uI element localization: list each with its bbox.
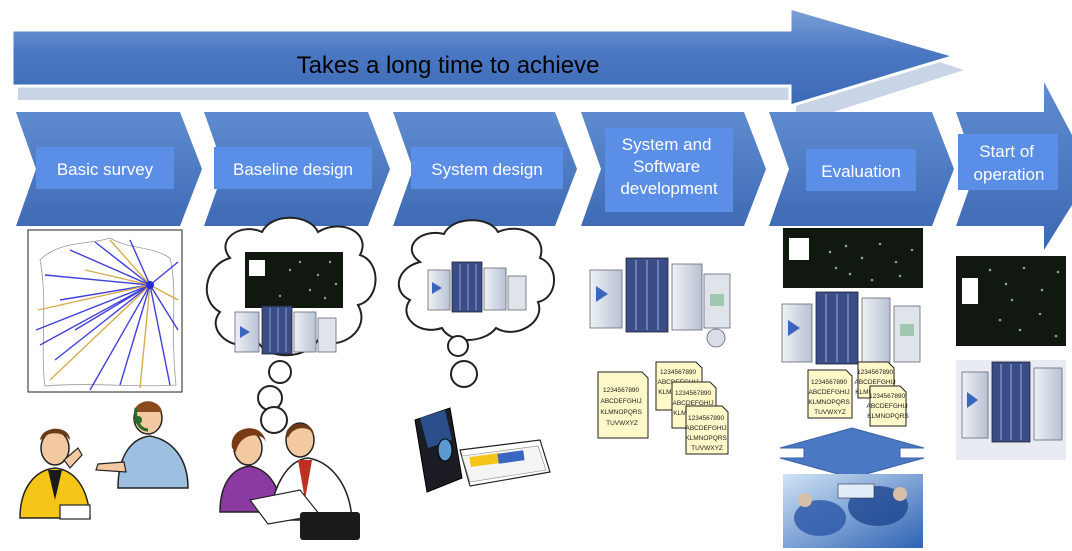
people-on-phone-icon bbox=[19, 401, 189, 520]
operation-servers-icon bbox=[956, 360, 1066, 460]
stage-baseline-design: Baseline design bbox=[204, 112, 390, 226]
code-documents-icon: 1234567890 ABCDEFGHIJ KLMNOPQRS TUVWXYZ … bbox=[597, 361, 729, 455]
binder-and-papers-icon bbox=[414, 407, 551, 493]
stage-label: System and Software development bbox=[620, 135, 718, 198]
operation-radar-display-icon bbox=[956, 256, 1066, 346]
svg-text:1234567890 ABCDEFGHIJ: 1234567890 ABCDEFGHIJ KLMNOPQRS TUVWXYZ bbox=[685, 415, 728, 452]
stage-label: Start of operation bbox=[974, 142, 1045, 184]
stage-label: Baseline design bbox=[233, 160, 353, 179]
server-cluster-icon bbox=[589, 257, 731, 348]
svg-text:1234567890 ABCDEFGHIJ: 1234567890 ABCDEFGHIJ KLMNOPQRS TUVWXYZ bbox=[808, 379, 851, 416]
stage-label: Evaluation bbox=[821, 162, 900, 181]
evaluation-servers-icon bbox=[781, 291, 921, 365]
stage-system-design: System design bbox=[393, 112, 577, 226]
stage-evaluation: Evaluation bbox=[769, 112, 954, 226]
stage-label: Basic survey bbox=[57, 160, 154, 179]
stage-system-software-development: System and Software development bbox=[581, 112, 766, 226]
stage-basic-survey: Basic survey bbox=[16, 112, 202, 226]
banner-text: Takes a long time to achieve bbox=[297, 52, 600, 79]
stage-start-of-operation: Start of operation bbox=[956, 82, 1072, 250]
route-map-icon bbox=[27, 229, 183, 393]
radar-display-icon bbox=[783, 228, 923, 288]
thought-cloud-servers-icon bbox=[397, 219, 555, 388]
control-room-photo-icon bbox=[783, 474, 923, 548]
evaluation-documents-icon: 1234567890 ABCDEFGHIJ KLMNOPQRS TUVWXYZ … bbox=[807, 361, 910, 427]
stage-label: System design bbox=[431, 160, 543, 179]
banner-arrow: Takes a long time to achieve bbox=[10, 6, 964, 124]
people-reviewing-document-icon bbox=[219, 422, 360, 540]
thought-cloud-monitor-servers-icon bbox=[205, 216, 377, 434]
double-arrow-icon bbox=[779, 427, 925, 479]
svg-text:1234567890 ABCDEFGHIJ: 1234567890 ABCDEFGHIJ KLMNOPQRS TUVWXYZ bbox=[600, 387, 643, 427]
svg-text:1234567890 ABCDEFGHIJ: 1234567890 ABCDEFGHIJ KLMNOPQRS bbox=[867, 393, 910, 420]
